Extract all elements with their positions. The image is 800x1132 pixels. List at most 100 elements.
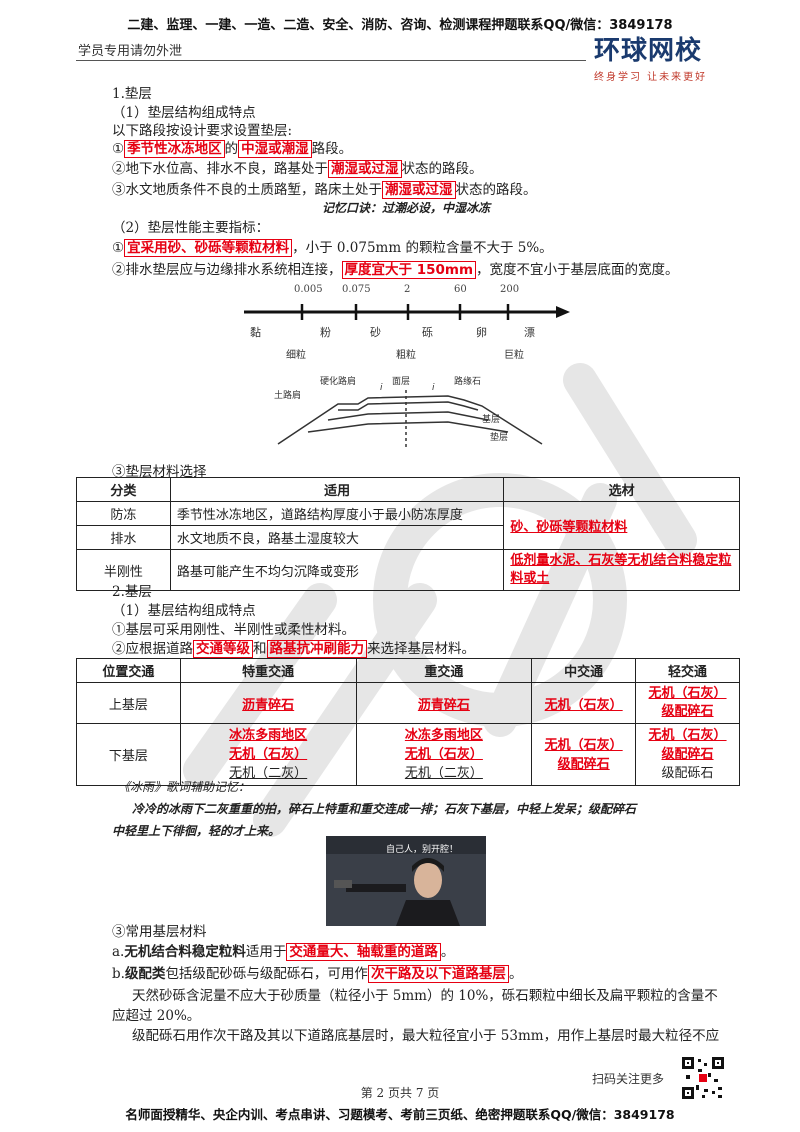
- tick-label: 60: [454, 284, 467, 295]
- table-cell: 路基可能产生不均匀沉降或变形: [169, 549, 505, 591]
- tick-label: 0.005: [294, 284, 323, 295]
- footer-contact: 名师面授精华、央企内训、考点串讲、习题模考、考前三页纸、绝密押题联系QQ/微信：…: [125, 1107, 675, 1122]
- text: 路段。: [311, 141, 353, 157]
- highlight: 无机（石灰）: [404, 747, 483, 762]
- slope-label: i: [432, 383, 435, 393]
- highlight: 冰冻多雨地区: [404, 728, 483, 743]
- bold-term: 级配类: [124, 966, 166, 982]
- table-cell: 下基层: [76, 723, 181, 786]
- table-row: 半刚性 路基可能产生不均匀沉降或变形 低剂量水泥、石灰等无机结合料稳定粒料或土: [76, 549, 740, 591]
- highlight: 沥青碎石: [417, 697, 470, 713]
- highlight: 沥青碎石: [242, 697, 295, 713]
- table-row: 排水 水文地质不良，路基土湿度较大: [76, 525, 740, 550]
- text: 无机（二灰）: [229, 766, 308, 781]
- highlight: 级配碎石: [661, 704, 714, 719]
- highlight: 无机（石灰）: [544, 737, 623, 753]
- text: ②应根据道路: [112, 641, 193, 657]
- text: 无机（二灰）: [404, 766, 483, 781]
- header-rule: [76, 60, 586, 61]
- qr-code[interactable]: [680, 1055, 726, 1101]
- item-marker: ①: [112, 141, 125, 157]
- diagram-label: 土路肩: [274, 389, 301, 401]
- diagram-label: 路缘石: [454, 375, 481, 387]
- highlight: 无机（石灰）: [648, 686, 727, 701]
- highlight: 级配碎石: [661, 747, 714, 762]
- text: 包括级配砂砾与级配砾石，可用作: [165, 966, 368, 982]
- grain-label: 黏: [250, 325, 261, 339]
- cushion-material-table: 分类 适用 选材 防冻 季节性冰冻地区，道路结构厚度小于最小防冻厚度 砂、砂砾等…: [76, 477, 740, 591]
- text: 状态的路段。: [401, 161, 483, 177]
- table-header: 重交通: [355, 658, 533, 683]
- table-header-row: 位置交通 特重交通 重交通 中交通 轻交通: [76, 658, 740, 683]
- subheading-material-choice: ③垫层材料选择: [112, 464, 207, 480]
- highlight-material: 砂、砂砾等颗粒材料: [510, 520, 628, 535]
- table-cell: 排水: [76, 525, 171, 550]
- table-cell: 防冻: [76, 501, 171, 526]
- table-cell: 上基层: [76, 682, 181, 724]
- material-item-a: a.无机结合料稳定粒料适用于交通量大、轴载重的道路。: [112, 940, 455, 961]
- base-item-1: ①基层可采用刚性、半刚性或柔性材料。: [112, 622, 355, 638]
- cushion-item-3: ③水文地质条件不良的土质路堑，路床土处于潮湿或过湿状态的路段。: [112, 178, 537, 199]
- text: 。: [440, 944, 455, 960]
- subheading-base-structure: （1）基层结构组成特点: [112, 603, 256, 619]
- table-header-row: 分类 适用 选材: [76, 477, 740, 502]
- tick-label: 0.075: [342, 284, 371, 295]
- cushion-intro: 以下路段按设计要求设置垫层:: [112, 123, 293, 139]
- group-label: 巨粒: [504, 348, 524, 361]
- header-contact: 二建、监理、一建、一造、二造、安全、消防、咨询、检测课程押题联系QQ/微信：38…: [127, 18, 673, 33]
- text: ，小于 0.075mm 的颗粒含量不大于 5%。: [292, 240, 553, 256]
- text: b.: [112, 966, 125, 982]
- header-notice: 学员专用请勿外泄: [78, 44, 183, 59]
- cushion-item-2: ②地下水位高、排水不良，路基处于潮湿或过湿状态的路段。: [112, 157, 483, 178]
- grain-size-scale: 0.005 0.075 2 60 200 黏 粉 砂 砾 卵 漂 细粒 粗粒 巨…: [244, 284, 570, 361]
- highlight-frozen-area: 季节性冰冻地区: [124, 140, 225, 158]
- diagram-label: 面层: [392, 376, 410, 387]
- highlight: 级配碎石: [557, 756, 610, 772]
- table-cell-material: 低剂量水泥、石灰等无机结合料稳定粒料或土: [503, 549, 740, 591]
- text: ②地下水位高、排水不良，路基处于: [112, 161, 328, 177]
- table-cell: 季节性冰冻地区，道路结构厚度小于最小防冻厚度: [169, 501, 505, 526]
- diagram-label: 基层: [482, 413, 500, 425]
- table-header: 位置交通: [76, 658, 181, 683]
- section-title-cushion: 1.垫层: [112, 86, 152, 102]
- table-cell-material: 砂、砂砾等颗粒材料: [503, 501, 740, 550]
- tick-label: 200: [500, 284, 519, 295]
- table-cell: 无机（石灰） 级配碎石: [531, 723, 637, 786]
- text: 和: [253, 641, 267, 657]
- table-cell: 无机（石灰）: [531, 682, 637, 724]
- photo-caption: 自己人，别开腔！: [386, 845, 459, 855]
- meme-photo: 自己人，别开腔！: [326, 836, 486, 926]
- paragraph-sand-gravel-cont: 应超过 20%。: [112, 1008, 201, 1024]
- group-label: 细粒: [286, 348, 306, 361]
- text: 级配砾石: [661, 766, 714, 781]
- paragraph-sand-gravel: 天然砂砾含泥量不应大于砂质量（粒径小于 5mm）的 10%，砾石颗粒中细长及扁平…: [132, 988, 718, 1004]
- section-title-base: 2.基层: [112, 584, 152, 600]
- table-header: 适用: [169, 477, 505, 502]
- road-cross-section: 硬化路肩 面层 路缘石 土路肩 基层 垫层 i i: [274, 375, 543, 450]
- highlight-traffic-level: 交通等级: [193, 640, 253, 658]
- table-header: 选材: [503, 477, 740, 502]
- table-cell: 沥青碎石: [355, 682, 533, 724]
- highlight-material: 低剂量水泥、石灰等无机结合料稳定粒料或土: [510, 553, 732, 586]
- brand-logo: 环球网校 终身学习 让未来更好: [594, 30, 734, 83]
- table-header: 分类: [76, 477, 171, 502]
- text: 来选择基层材料。: [367, 641, 475, 657]
- highlight: 无机（石灰）: [229, 747, 308, 762]
- table-header: 中交通: [531, 658, 637, 683]
- tick-label: 2: [404, 284, 410, 295]
- slope-label: i: [380, 383, 383, 393]
- page-number: 第 2 页共 7 页: [360, 1086, 440, 1100]
- diagram-label: 垫层: [490, 431, 508, 443]
- table-row: 防冻 季节性冰冻地区，道路结构厚度小于最小防冻厚度 砂、砂砾等颗粒材料: [76, 501, 740, 550]
- text: 。: [508, 966, 523, 982]
- highlight-scour: 路基抗冲刷能力: [266, 640, 367, 658]
- logo-text: 环球网校: [594, 36, 703, 66]
- paragraph-graded-gravel: 级配砾石用作次干路及其以下道路底基层时，最大粒径宜小于 53mm，用作上基层时最…: [132, 1028, 720, 1044]
- table-row: 上基层 沥青碎石 沥青碎石 无机（石灰） 无机（石灰） 级配碎石: [76, 682, 740, 724]
- grain-label: 砂: [370, 326, 381, 339]
- table-cell: 冰冻多雨地区无机（石灰） 无机（二灰）: [355, 723, 533, 786]
- table-cell: 无机（石灰） 级配碎石: [635, 682, 740, 724]
